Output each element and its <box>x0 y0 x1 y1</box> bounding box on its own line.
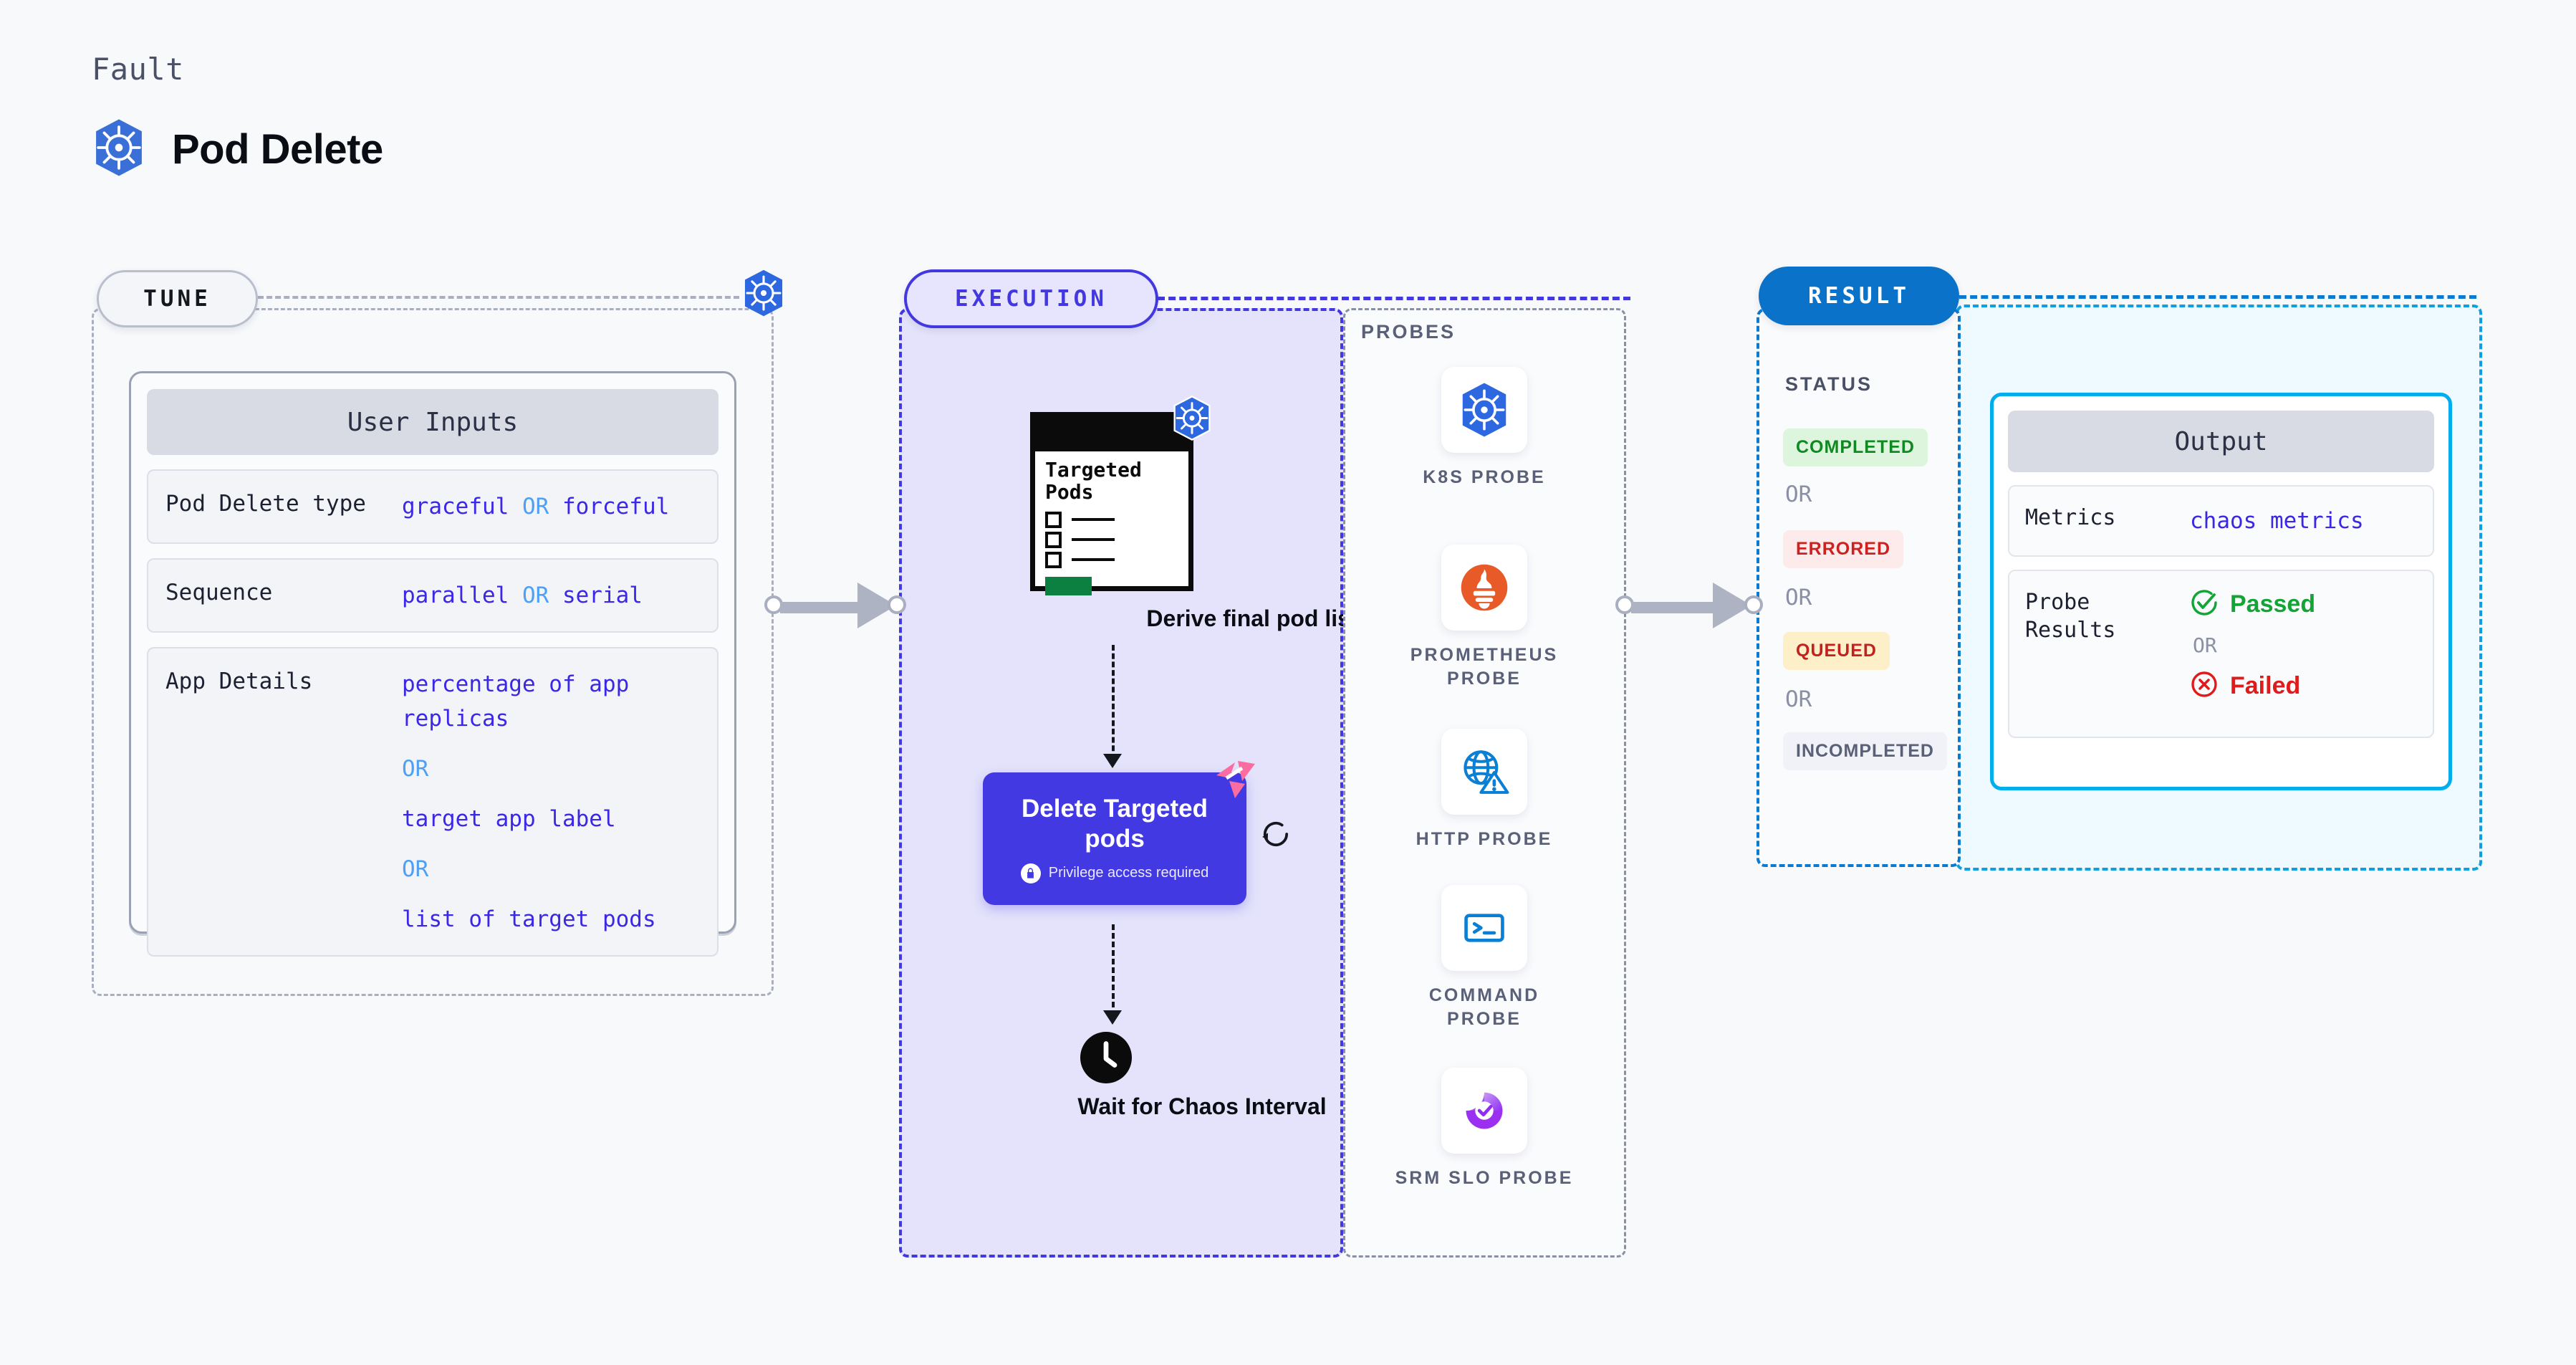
delete-card-subtitle: Privilege access required <box>1048 865 1209 881</box>
probe-result-pass-label: Passed <box>2230 590 2316 618</box>
probe-label: K8S PROBE <box>1423 467 1546 487</box>
connector-arrowhead <box>1103 754 1122 768</box>
probe-label: COMMAND PROBE <box>1428 985 1540 1029</box>
status-badge-incompleted: INCOMPLETED <box>1783 732 1947 770</box>
row-value-option: percentage of app replicas <box>402 671 630 732</box>
probe-results-values: Passed OR Failed <box>2190 588 2315 702</box>
derive-final-pod-list-caption: Derive final pod list <box>1146 605 1358 631</box>
user-inputs-card: User Inputs Pod Delete type graceful OR … <box>129 371 736 957</box>
row-value: chaos metrics <box>2190 508 2364 534</box>
probe-result-failed: Failed <box>2190 670 2315 702</box>
row-value-option: parallel <box>402 583 509 609</box>
fault-label: Fault <box>92 52 184 87</box>
row-value-option: graceful <box>402 494 509 519</box>
probe-command[interactable]: COMMAND PROBE <box>1391 885 1577 1030</box>
row-key: Metrics <box>2025 505 2116 530</box>
kubernetes-icon <box>741 269 786 321</box>
execution-pill[interactable]: EXECUTION <box>904 269 1158 328</box>
tune-pill[interactable]: TUNE <box>97 270 258 327</box>
wait-for-chaos-interval-node[interactable] <box>1080 1032 1132 1083</box>
connector-execution-to-result <box>1615 583 1766 628</box>
connector-derive-to-delete <box>1112 645 1115 760</box>
kubernetes-icon <box>1441 367 1527 453</box>
kubernetes-icon <box>1171 396 1213 444</box>
table-row: Pod Delete type graceful OR forceful <box>147 469 719 545</box>
status-badge-completed: COMPLETED <box>1783 428 1928 466</box>
row-value: parallel OR serial <box>402 578 643 613</box>
probe-label: SRM SLO PROBE <box>1395 1168 1574 1188</box>
result-header-connector <box>1959 295 2476 299</box>
row-key: Sequence <box>165 580 273 606</box>
table-row: Sequence parallel OR serial <box>147 558 719 633</box>
status-badge-queued: QUEUED <box>1783 632 1890 670</box>
globe-warning-icon <box>1441 729 1527 815</box>
status-label: STATUS <box>1785 373 1873 395</box>
probe-label: HTTP PROBE <box>1416 829 1553 849</box>
row-value-option: target app label <box>402 806 616 833</box>
targeted-pods-document-icon: Targeted Pods <box>1030 396 1211 595</box>
row-separator: OR <box>402 856 429 883</box>
row-key: Probe Results <box>2025 590 2116 643</box>
check-circle-icon <box>2190 588 2219 621</box>
probe-label: PROMETHEUS PROBE <box>1410 645 1559 689</box>
x-circle-icon <box>2190 670 2219 702</box>
status-separator: OR <box>1785 585 1812 610</box>
derive-final-pod-list-node[interactable]: Targeted Pods <box>1030 396 1211 595</box>
row-value-option: forceful <box>562 494 670 519</box>
row-value: graceful OR forceful <box>402 489 669 524</box>
connector-delete-to-wait <box>1112 924 1115 1016</box>
execution-header-connector <box>1158 297 1630 300</box>
delete-card-subtitle-row: Privilege access required <box>1020 863 1209 883</box>
output-title: Output <box>2008 411 2434 472</box>
row-value-option: list of target pods <box>402 906 656 933</box>
probe-result-separator: OR <box>2193 633 2217 658</box>
wait-for-chaos-interval-caption: Wait for Chaos Interval <box>1077 1093 1327 1119</box>
table-row: Probe Results Passed OR <box>2008 570 2434 739</box>
result-section <box>1756 308 1961 867</box>
delete-card-title: Delete Targeted pods <box>1022 795 1208 853</box>
output-card: Output Metrics chaos metrics Probe Resul… <box>1990 393 2452 790</box>
row-key: Pod Delete type <box>165 491 366 517</box>
tune-header-connector <box>258 296 739 299</box>
row-separator: OR <box>522 583 549 609</box>
page-title: Pod Delete <box>172 126 383 173</box>
table-row: App Details percentage of app replicas O… <box>147 647 719 957</box>
prometheus-icon <box>1441 545 1527 631</box>
tune-section <box>92 308 774 996</box>
srm-slo-icon <box>1441 1068 1527 1154</box>
user-inputs-title: User Inputs <box>147 389 719 455</box>
row-value: percentage of app replicas OR target app… <box>402 667 700 937</box>
probe-prometheus[interactable]: PROMETHEUS PROBE <box>1391 545 1577 690</box>
row-key: App Details <box>165 669 313 695</box>
delete-targeted-pods-card[interactable]: Delete Targeted pods Privilege access re… <box>983 761 1255 905</box>
connector-tune-to-execution <box>764 583 908 628</box>
probe-result-passed: Passed <box>2190 588 2315 621</box>
row-separator: OR <box>522 494 549 519</box>
clock-icon <box>1080 1032 1132 1083</box>
table-row: Metrics chaos metrics <box>2008 485 2434 557</box>
kubernetes-icon <box>92 118 146 181</box>
probe-srm-slo[interactable]: SRM SLO PROBE <box>1391 1068 1577 1190</box>
terminal-icon <box>1441 885 1527 971</box>
harness-logo-icon <box>1213 760 1258 805</box>
doc-title: Targeted Pods <box>1045 458 1142 504</box>
connector-arrowhead <box>1103 1010 1122 1025</box>
refresh-loop-icon[interactable] <box>1257 815 1294 856</box>
result-pill[interactable]: RESULT <box>1759 267 1959 325</box>
status-separator: OR <box>1785 686 1812 712</box>
probe-result-fail-label: Failed <box>2230 672 2301 700</box>
status-badge-errored: ERRORED <box>1783 530 1904 568</box>
probes-label: PROBES <box>1361 321 1456 343</box>
row-value-option: serial <box>562 583 643 609</box>
fault-title-row: Pod Delete <box>92 118 383 181</box>
probe-k8s[interactable]: K8S PROBE <box>1391 367 1577 489</box>
probe-http[interactable]: HTTP PROBE <box>1391 729 1577 851</box>
lock-icon <box>1020 863 1041 883</box>
status-separator: OR <box>1785 482 1812 507</box>
row-separator: OR <box>402 756 429 782</box>
